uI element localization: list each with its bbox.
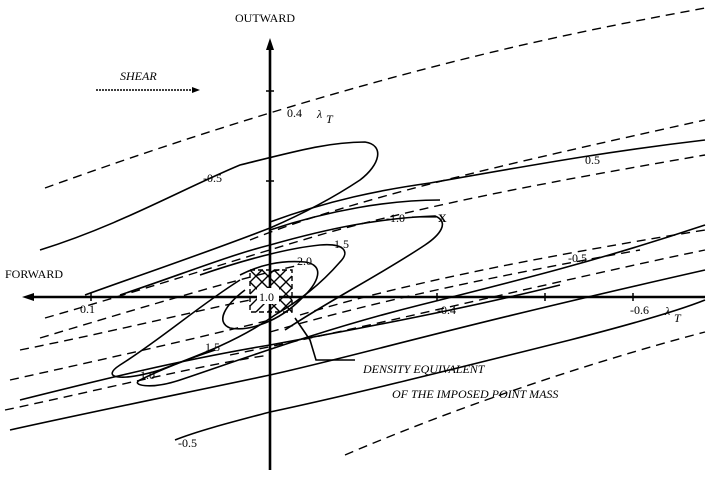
contour-label: 1.5 bbox=[205, 340, 220, 354]
vertical-unit: λ bbox=[316, 107, 322, 121]
horizontal-unit: λ bbox=[664, 304, 670, 318]
contour-label: -1.5 bbox=[330, 237, 349, 251]
annotation-line-1: DENSITY EQUIVALENT bbox=[362, 362, 486, 376]
dashed-contours bbox=[4, 7, 706, 456]
annotation-leader-line bbox=[294, 317, 355, 361]
outward-label: OUTWARD bbox=[235, 11, 295, 25]
shear-label: SHEAR bbox=[120, 69, 157, 83]
vertical-unit-sub: T bbox=[326, 112, 334, 126]
vertical-tick-label: 0.4 bbox=[287, 106, 302, 120]
contour-labels: -0.5 0.5 -1.0 X -1.5 2.0 1.0 -0.5 1.5 1.… bbox=[140, 153, 600, 450]
contour-label: 1.0 bbox=[140, 368, 155, 382]
contour-label: 1.0 bbox=[259, 290, 274, 304]
shear-arrowhead-icon bbox=[192, 87, 200, 93]
outward-arrow-icon bbox=[266, 38, 274, 50]
point-mass-density-square bbox=[249, 269, 293, 313]
axis-ticks bbox=[90, 90, 634, 301]
annotation-line-2: OF THE IMPOSED POINT MASS bbox=[392, 387, 558, 401]
forward-label: FORWARD bbox=[5, 267, 63, 281]
horizontal-tick-2: -0.6 bbox=[630, 303, 649, 317]
contour-label: -1.0 bbox=[386, 211, 405, 225]
horizontal-unit-sub: T bbox=[674, 311, 682, 325]
contour-label: 2.0 bbox=[297, 254, 312, 268]
forward-arrow-icon bbox=[22, 293, 34, 301]
x-marker: X bbox=[438, 211, 447, 225]
contour-label: -0.5 bbox=[203, 171, 222, 185]
contour-label: -0.5 bbox=[568, 251, 587, 265]
contour-label: -0.5 bbox=[178, 436, 197, 450]
contour-label: 0.5 bbox=[585, 153, 600, 167]
solid-contours bbox=[9, 139, 706, 441]
horizontal-tick-0: 0.1 bbox=[80, 302, 95, 316]
horizontal-tick-1: -0.4 bbox=[437, 303, 456, 317]
